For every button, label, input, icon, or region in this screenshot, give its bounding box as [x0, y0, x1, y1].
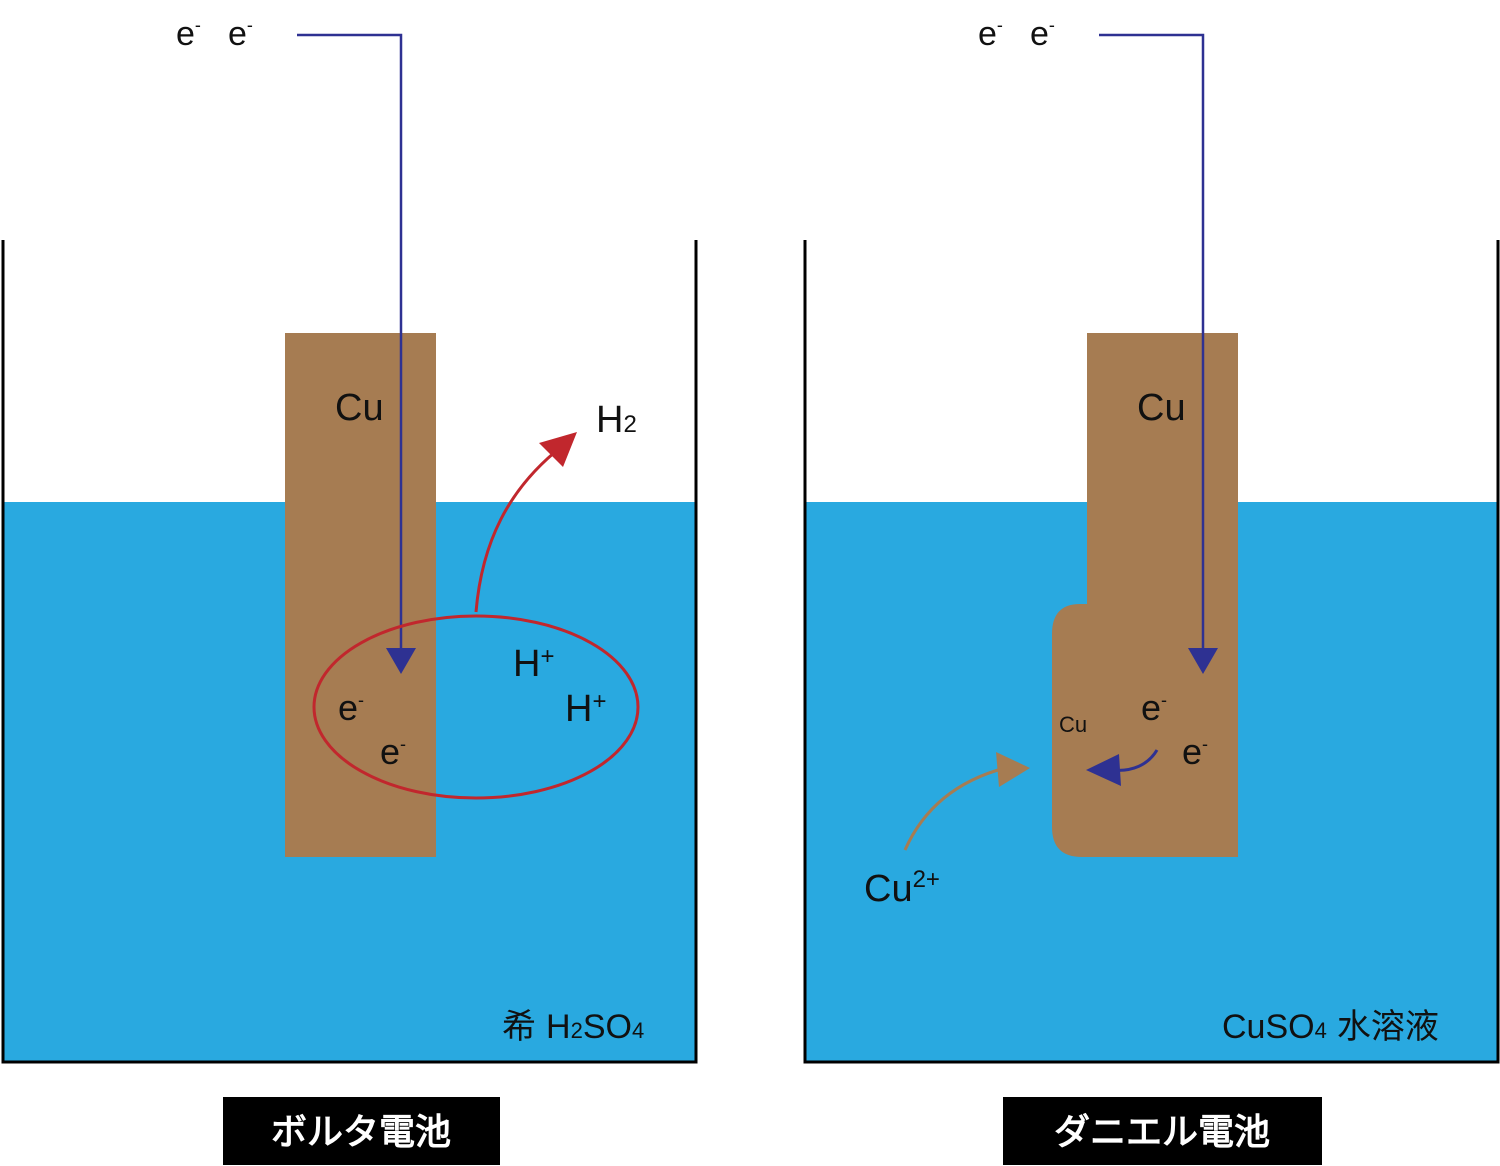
electron-transfer-arrowhead-icon: [1086, 754, 1121, 786]
beaker-left: [1, 240, 698, 1064]
copper-ion-label: Cu2+: [864, 866, 940, 910]
copper-electrode-label-right: Cu: [1137, 387, 1186, 429]
beaker-right: [803, 240, 1500, 1064]
hydrogen-arrowhead-icon: [539, 432, 577, 467]
wire-left: [297, 33, 403, 648]
wire-arrowhead-left-icon: [386, 648, 416, 674]
hydrogen-ion-2: H+: [565, 688, 606, 730]
hydrogen-release-arrow: [474, 450, 556, 613]
electrode-electron-4: e-: [1182, 731, 1208, 772]
caption-box-right: [1003, 1097, 1322, 1165]
copper-ion-arrowhead-icon: [996, 752, 1030, 787]
deposited-copper-label: Cu: [1059, 712, 1087, 737]
hydrogen-gas-label: H2: [596, 399, 637, 441]
wire-electron-4: e-: [1030, 15, 1055, 53]
reaction-zone-ellipse: [312, 614, 640, 800]
wire-arrowhead-right-icon: [1188, 648, 1218, 674]
caption-right: ダニエル電池: [1054, 1112, 1270, 1153]
electrode-electron-2: e-: [380, 731, 406, 772]
copper-electrode-label-left: Cu: [335, 387, 384, 429]
caption-box-left: [223, 1097, 500, 1165]
wire-electron-3: e-: [978, 15, 1003, 53]
caption-left: ボルタ電池: [271, 1112, 451, 1153]
electrode-electron-3: e-: [1141, 687, 1167, 728]
wire-electron-2: e-: [228, 15, 253, 53]
electrode-electron-1: e-: [338, 687, 364, 728]
wire-right: [1099, 33, 1205, 648]
wire-electron-1: e-: [176, 15, 201, 53]
copper-ion-arrow: [903, 766, 1006, 851]
hydrogen-ion-1: H+: [513, 643, 554, 685]
deposited-copper: [1052, 604, 1087, 857]
